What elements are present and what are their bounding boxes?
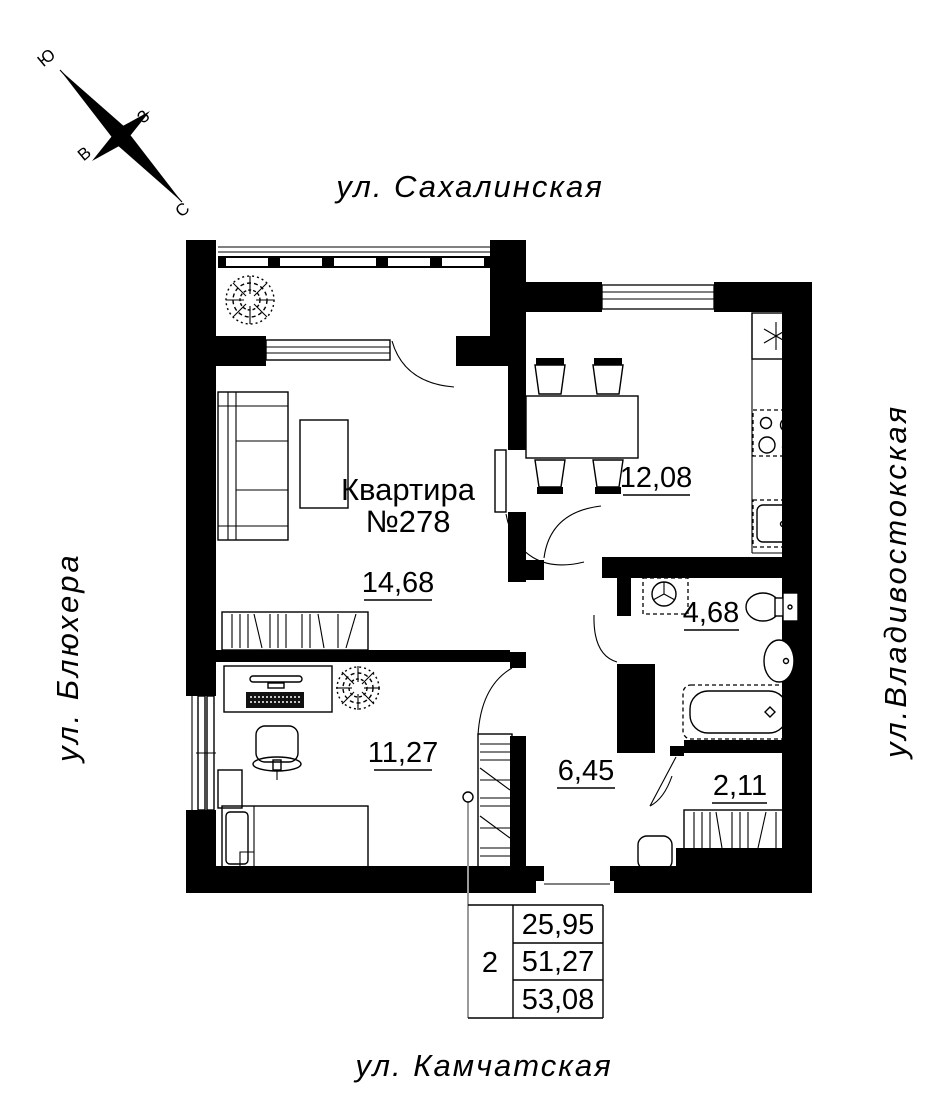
compass-rose: Ю З В С [34,45,194,221]
area-row-3: 53,08 [522,984,595,1016]
kitchen-sink [752,499,799,548]
bedroom-window [191,695,216,811]
street-right: ул.Владивостокская [878,404,913,760]
rooms-count: 2 [482,947,498,979]
nightstand [217,769,243,809]
kitchen-area: 12,08 [620,462,693,494]
living-room-door-arc [505,513,585,566]
street-bottom: ул. Камчатская [353,1048,612,1083]
bed [221,805,369,871]
loggia-plant [225,275,275,325]
room-area-labels: 14,68 12,08 4,68 11,27 6,45 2,11 [362,462,767,804]
apartment-title: Квартира [341,472,476,507]
compass-east-label: В [74,143,95,165]
keyboard [246,692,304,708]
desk [223,665,333,713]
hallway-stool [637,835,673,871]
closet-wardrobe [683,809,795,851]
leader-marker [462,791,474,803]
living-room-area: 14,68 [362,567,435,599]
bathroom-area: 4,68 [683,597,739,629]
fridge [751,312,801,360]
compass-north-label: С [172,199,194,221]
hall-area: 6,45 [558,755,614,787]
area-row-1: 25,95 [522,909,595,941]
bathroom-sink [763,639,797,683]
compass-south-label: Ю [34,45,59,71]
pillow [225,811,249,865]
kitchen-window [601,284,715,310]
dining-chairs [534,358,624,494]
street-top: ул. Сахалинская [334,169,604,204]
doors [391,340,677,885]
street-left: ул. Блюхера [50,552,85,764]
bathroom-door-arc [593,614,618,663]
bedroom-door-arc [477,667,513,736]
spec-table: 2 25,95 51,27 53,08 [468,904,604,1019]
living-room-window [265,339,391,361]
apartment-number: №278 [366,504,451,539]
bedroom-wardrobe [477,733,513,874]
apartment-label: Квартира №278 [341,472,476,539]
office-chair [252,725,302,780]
stove [752,409,799,457]
kitchen-door-arc [543,505,602,559]
closet-door-arc [649,775,673,807]
sofa [217,391,289,541]
toilet [745,592,799,622]
washing-machine [642,577,689,615]
closet-area: 2,11 [713,770,767,802]
bathtub [682,684,796,740]
coffee-table [299,419,349,509]
bedroom-area: 11,27 [368,737,438,769]
area-row-2: 51,27 [522,946,595,978]
closet-door-leaf [649,756,677,807]
monitor [249,675,303,683]
living-room-wardrobe [221,611,369,651]
bedroom-plant [336,666,380,710]
loggia-glazing-window [218,246,490,268]
monitor-stand [267,682,285,689]
dining-table [525,395,639,459]
living-room-door-leaf [494,449,507,513]
balcony-door-arc [391,340,455,388]
